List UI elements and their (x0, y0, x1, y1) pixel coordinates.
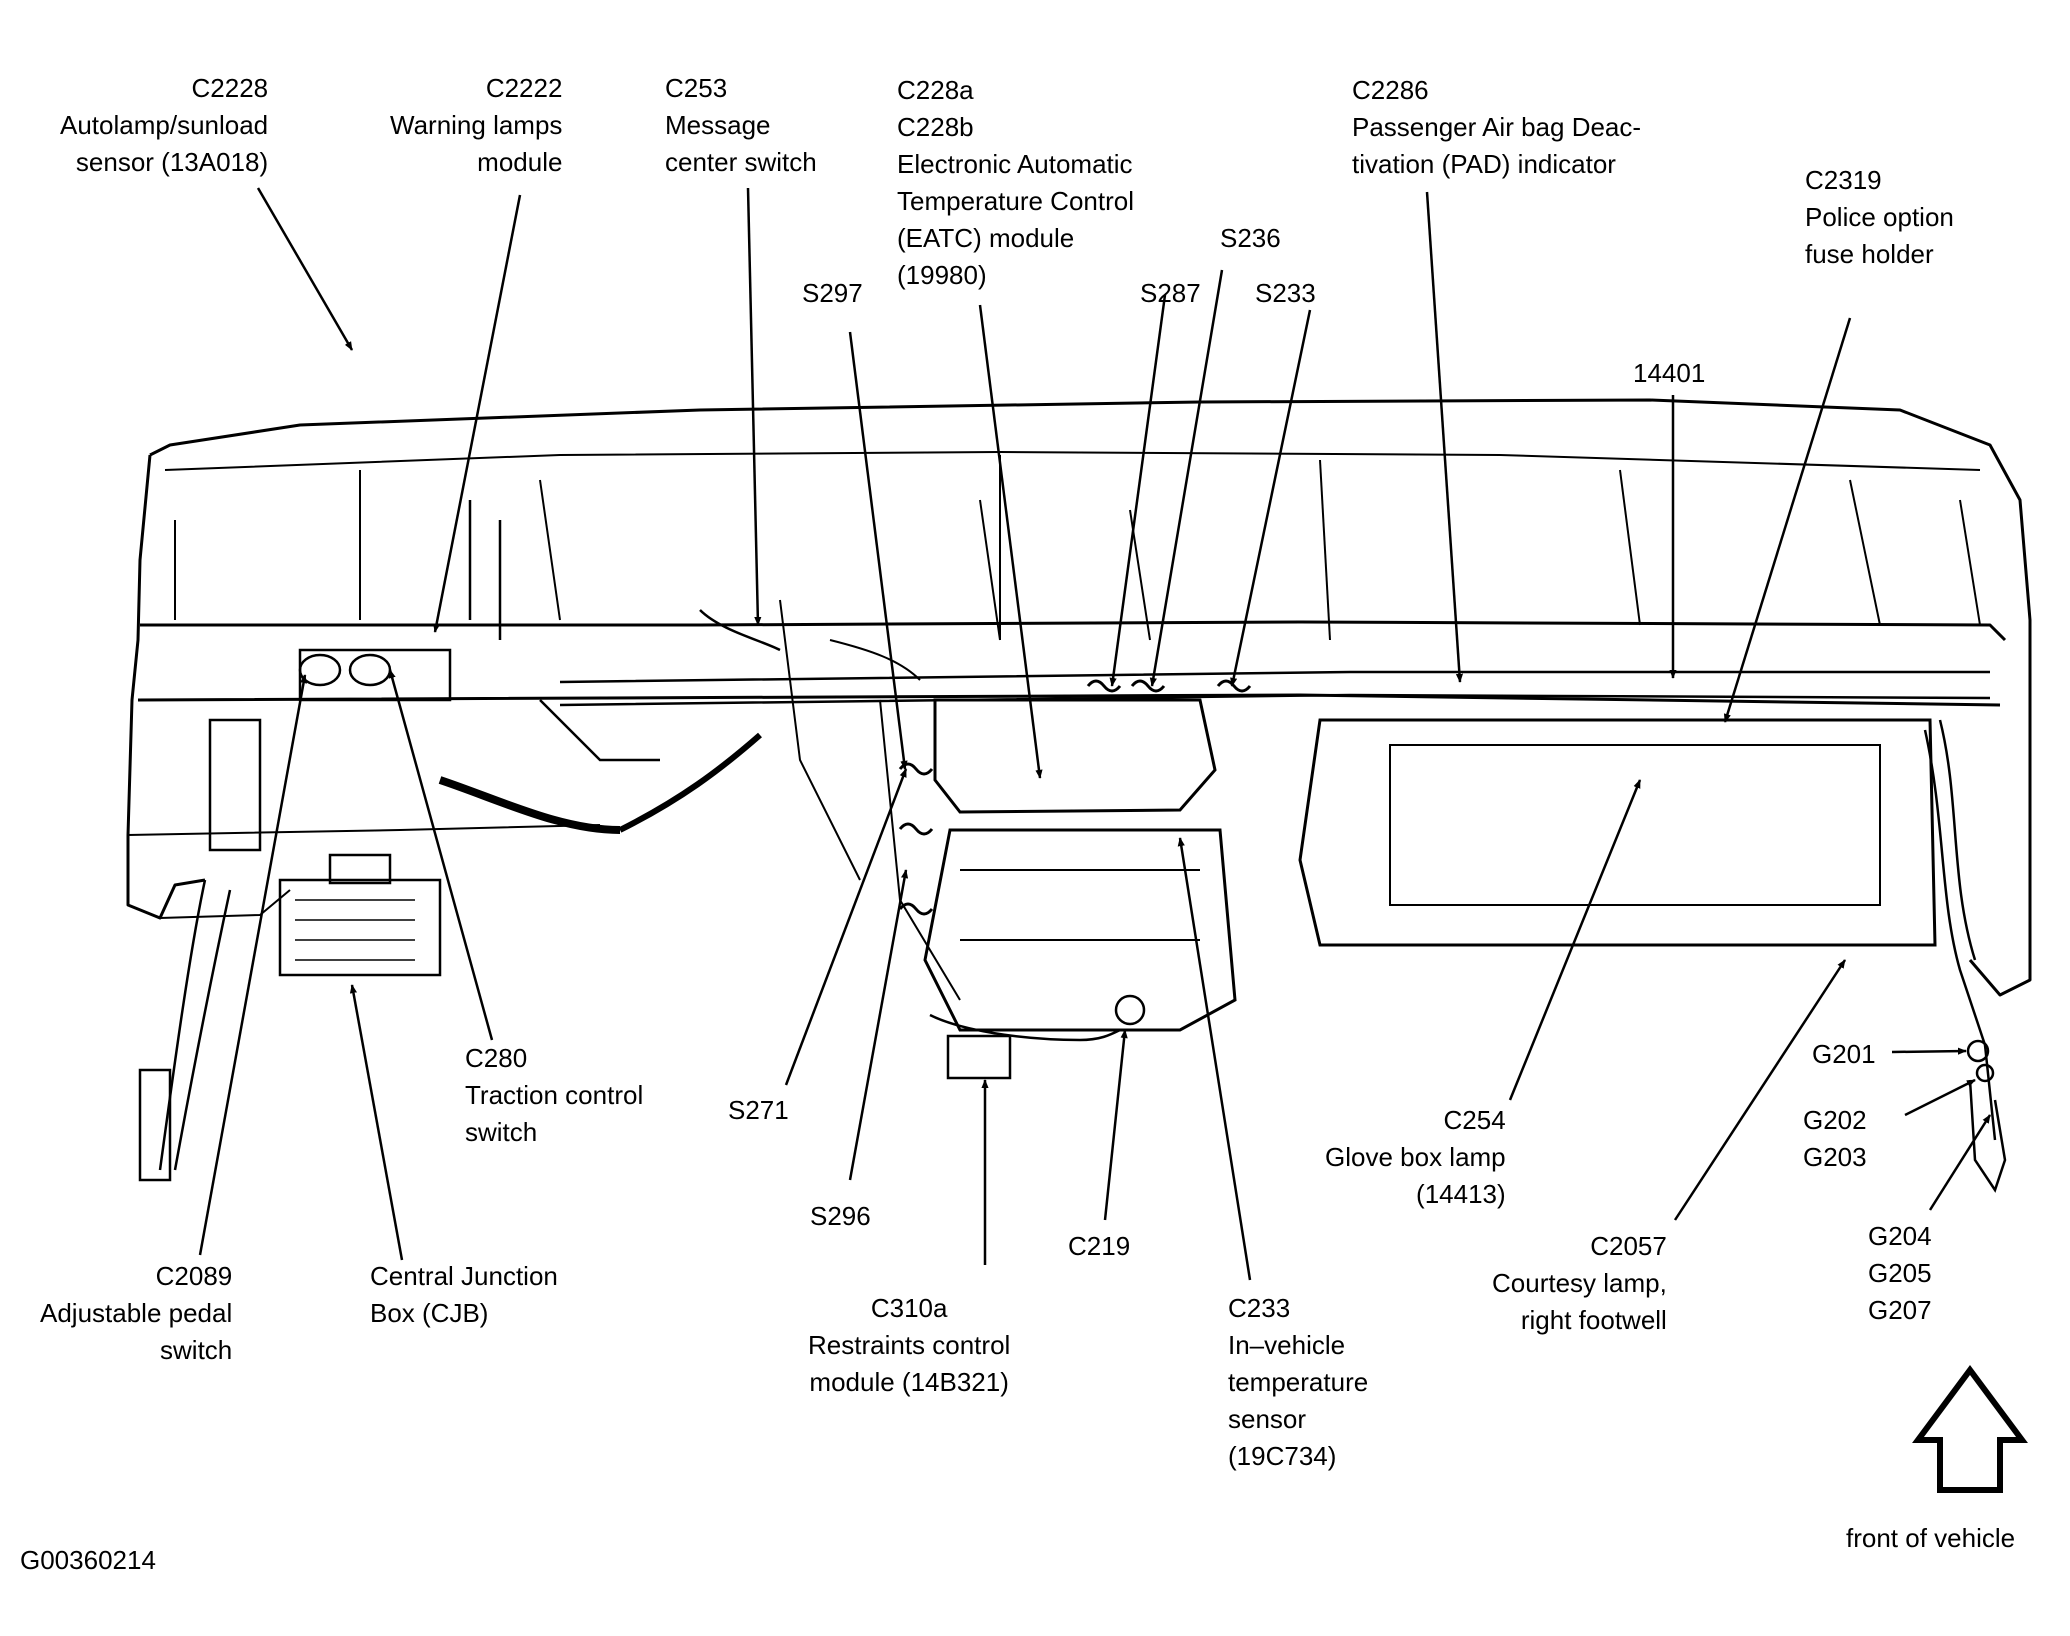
callout-s296: S296 (810, 1201, 871, 1231)
up-arrow-icon (1912, 1364, 2028, 1493)
callout-c219: C219 (1068, 1231, 1131, 1261)
splice-marks (898, 679, 1252, 916)
center-stack (923, 698, 1237, 1032)
callout-g201: G201 (1812, 1039, 1876, 1069)
callout-s297: S297 (802, 278, 863, 308)
restraints-module-drawing (929, 994, 1146, 1080)
callout-s271: S271 (728, 1095, 789, 1125)
left-harness (138, 500, 781, 1182)
glove-box (1298, 718, 1937, 947)
callout-s236: S236 (1220, 223, 1281, 253)
right-ground-straps (1923, 719, 2007, 1193)
front-of-vehicle-label: front of vehicle (1846, 1523, 2016, 1553)
callout-s233: S233 (1255, 278, 1316, 308)
leader-lines (198, 187, 1992, 1281)
central-junction-box-drawing (278, 853, 442, 977)
callout-14401: 14401 (1633, 358, 1706, 388)
cross-car-beam (559, 670, 1991, 707)
figure-id: G00360214 (20, 1545, 156, 1575)
center-harness (779, 499, 1151, 1001)
callout-s287: S287 (1140, 278, 1201, 308)
